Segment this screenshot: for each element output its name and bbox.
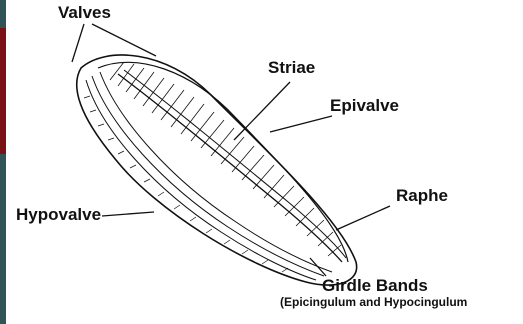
diatom-illustration — [6, 0, 523, 324]
frustule-outline — [77, 55, 357, 285]
diagram-panel: Valves Striae Epivalve Raphe Hypovalve G… — [6, 0, 523, 324]
valves-leader-1 — [72, 24, 84, 62]
valves-leader-2 — [92, 24, 156, 56]
label-raphe: Raphe — [396, 187, 448, 204]
label-girdle-bands: Girdle Bands — [322, 277, 428, 294]
girdle-line-2 — [92, 76, 324, 276]
raphe-line — [118, 74, 342, 262]
label-valves: Valves — [58, 4, 111, 21]
label-epivalve: Epivalve — [330, 97, 399, 114]
label-hypovalve: Hypovalve — [16, 206, 101, 223]
epivalve-leader — [270, 116, 332, 132]
striae-leader — [234, 82, 290, 140]
hypovalve-leader — [102, 212, 154, 216]
raphe-line-2 — [124, 70, 346, 258]
raphe-leader — [336, 206, 390, 230]
label-striae: Striae — [268, 59, 315, 76]
label-girdle-sub: (Epicingulum and Hypocingulum — [280, 296, 467, 308]
